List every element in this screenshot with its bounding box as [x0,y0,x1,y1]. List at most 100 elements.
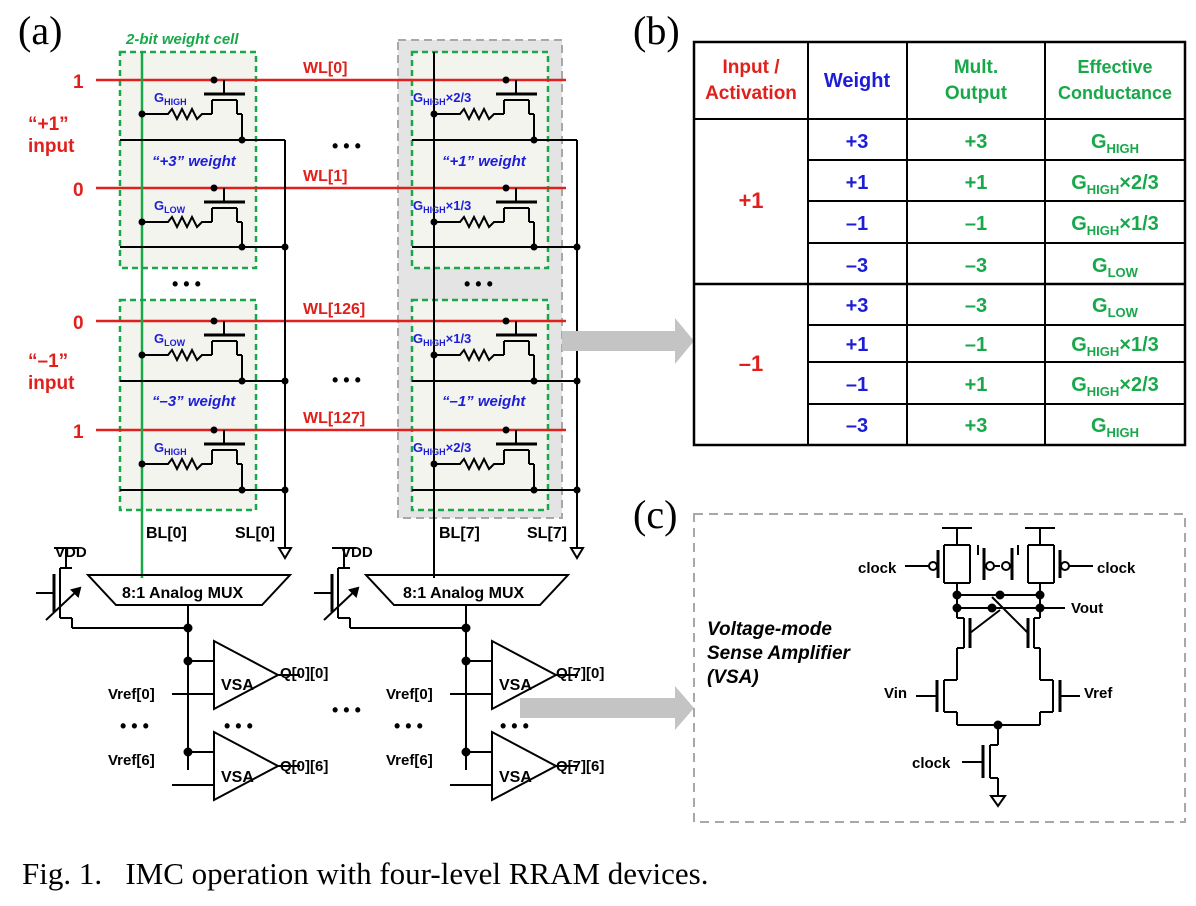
svg-text:Vin: Vin [884,685,907,702]
table-cell-conductance: GHIGH×1/3 [1071,213,1159,238]
weight-cell-boxes [118,50,550,512]
header-weight: Weight [824,70,891,92]
cell-labels-col7: GHIGH×2/3 GHIGH×1/3 GHIGH×1/3 GHIGH×2/3 [413,90,471,457]
vdd-label-0: VDD [55,544,87,561]
vsa-schematic [905,527,1093,808]
mux-shape [363,574,571,606]
rram-cell [142,430,245,490]
resistor-icon [142,106,212,122]
svg-text:Vref[6]: Vref[6] [108,752,155,769]
ground-icon [989,795,1007,808]
svg-text:GHIGH×1/3: GHIGH×1/3 [413,331,471,348]
table-cell-output: +1 [965,172,988,194]
wl-label-127: WL[127] [303,410,365,427]
junction-dot [987,603,997,613]
svg-text:GHIGH×1/3: GHIGH×1/3 [413,198,471,215]
header-cond-line2: Conductance [1058,83,1172,103]
peripheral-circuits [36,547,578,802]
table-cell-weight: +1 [846,334,869,356]
resistor-icon [434,456,504,472]
table-cell-weight: –3 [846,415,868,437]
vsa-circuit [905,527,1093,808]
vsa-labels: VSA VSA VSA VSA [221,677,532,786]
truth-table [692,40,1187,447]
table-cell-conductance: GLOW [1092,255,1139,280]
table-input-plus1: +1 [738,188,763,213]
svg-text:Vref[6]: Vref[6] [386,752,433,769]
vsa-comparator-icon [213,730,281,802]
table-cell-weight: –3 [846,255,868,277]
svg-text:GHIGH: GHIGH [154,440,187,457]
svg-text:• • •: • • • [332,700,361,720]
vsa-panel-frame [693,513,1186,823]
svg-text:VSA: VSA [221,677,254,694]
rram-cell [142,188,245,248]
header-input-line2: Activation [705,83,797,104]
svg-text:• • •: • • • [120,716,149,736]
vsa-comparator-icon [491,639,559,711]
mux-label-0: 8:1 Analog MUX [122,585,244,602]
table-cell-conductance: GHIGH×2/3 [1071,374,1159,399]
table-cell-conductance: GLOW [1092,295,1139,320]
inverter-bubble-icon [928,561,938,571]
svg-text:• • •: • • • [332,370,361,390]
vsa-comparator-icon [213,639,281,711]
table-cell-output: –3 [965,295,987,317]
vdd-label-7: VDD [341,544,373,561]
header-cond-line1: Effective [1077,57,1152,77]
bitline-label-7: BL[7] [439,525,480,542]
peripheral-column [36,547,300,802]
resistor-icon [142,456,212,472]
weight-cell-title: 2-bit weight cell [125,31,239,48]
svg-text:Q[7][0]: Q[7][0] [556,665,604,682]
junction-dot [995,590,1005,600]
table-cell-output: +1 [965,374,988,396]
svg-text:GHIGH×2/3: GHIGH×2/3 [413,90,471,107]
input-value-1: 0 [73,180,84,201]
rram-cell [142,80,245,140]
input-group-plus1-line2: input [28,136,75,157]
svg-text:clock: clock [912,755,951,772]
peripheral-column [314,547,578,802]
resistor-icon [434,106,504,122]
panel-label-a: (a) [18,8,62,53]
table-cell-output: –1 [965,213,987,235]
rram-cell [434,80,537,140]
svg-text:Vref: Vref [1084,685,1113,702]
table-headers: Input / Activation Weight Mult. Output E… [705,57,1172,104]
table-cell-conductance: GHIGH×1/3 [1071,334,1159,359]
rram-cell [434,430,537,490]
panel-label-c: (c) [633,492,677,537]
table-cell-conductance: GHIGH [1091,415,1139,440]
svg-text:Q[7][6]: Q[7][6] [556,758,604,775]
vsa-title: Voltage-mode Sense Amplifier (VSA) [707,619,852,688]
weight-label-col0-bottom: “–3” weight [152,393,236,410]
svg-text:VSA: VSA [499,769,532,786]
svg-text:GLOW: GLOW [154,331,186,348]
resistor-icon [434,214,504,230]
table-input-minus1: –1 [739,351,763,376]
junction-dot [1035,590,1045,600]
inverter-bubble-icon [1060,561,1070,571]
svg-text:Q[0][6]: Q[0][6] [280,758,328,775]
svg-text:clock: clock [1097,560,1136,577]
table-cell-output: –1 [965,334,987,356]
header-mult-line2: Output [945,83,1008,104]
weight-label-col7-top: “+1” weight [442,153,527,170]
table-cell-conductance: GHIGH×2/3 [1071,172,1159,197]
bitline-label-0: BL[0] [146,525,187,542]
source-connections [120,139,577,491]
input-group-minus1-line2: input [28,373,75,394]
svg-text:Vref[0]: Vref[0] [386,686,433,703]
caption-number: Fig. 1. [22,856,103,891]
weight-label-col0-top: “+3” weight [152,153,237,170]
sourceline-label-0: SL[0] [235,525,275,542]
svg-text:Vref[0]: Vref[0] [108,686,155,703]
table-cell-output: +3 [965,415,988,437]
input-value-126: 0 [73,313,84,334]
wl-label-126: WL[126] [303,301,365,318]
input-group-minus1-line1: “–1” [28,351,68,372]
mux-label-7: 8:1 Analog MUX [403,585,525,602]
svg-text:• • •: • • • [394,716,423,736]
